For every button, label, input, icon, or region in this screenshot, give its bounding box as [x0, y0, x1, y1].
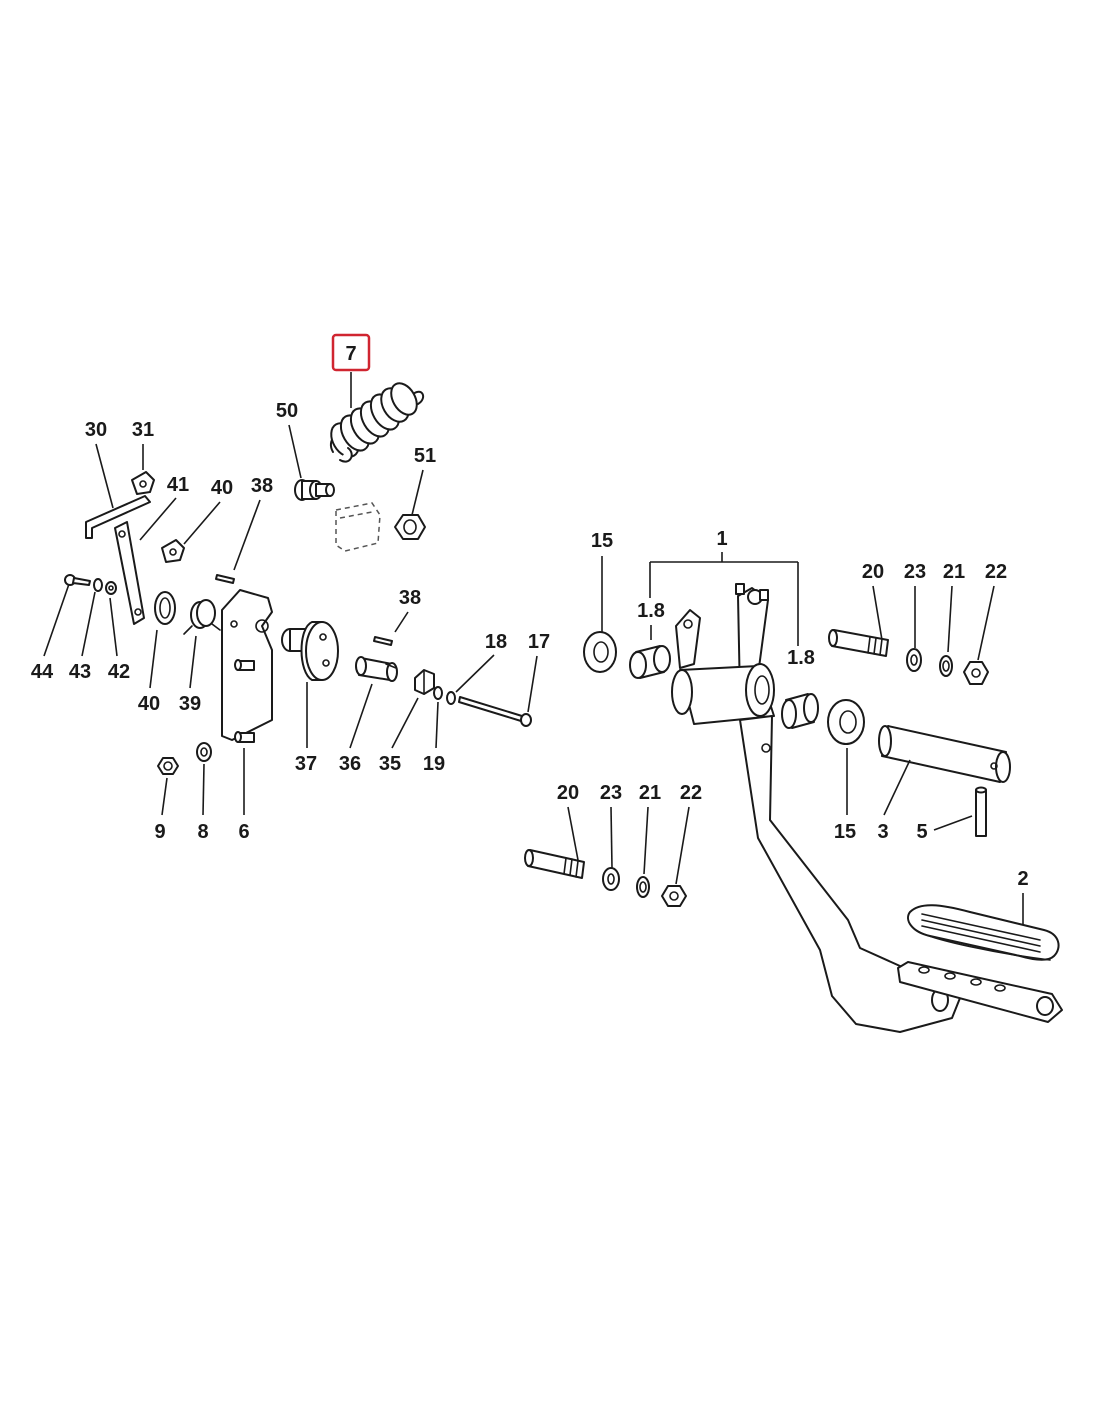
label-8: 8	[197, 821, 208, 843]
label-30: 30	[85, 419, 107, 441]
part-21-washer-lower[interactable]: 21	[636, 782, 661, 898]
part-22-nut-upper[interactable]: 22	[963, 561, 1007, 685]
part-38-pin-mid[interactable]: 38	[373, 587, 421, 646]
part-1-callout: 1	[649, 528, 799, 646]
part-36-sleeve[interactable]: 36	[339, 656, 398, 775]
label-40-top: 40	[211, 477, 233, 499]
part-37-hub[interactable]: 37	[281, 621, 339, 775]
part-group-upper-fasteners: 20 23 21 22	[828, 561, 1007, 685]
label-20-lower: 20	[557, 782, 579, 804]
part-19-washer[interactable]: 19	[423, 686, 445, 775]
label-5: 5	[916, 821, 927, 843]
part-30-rod[interactable]: 30	[85, 419, 151, 539]
part-2-pedal-pad[interactable]: 2	[907, 868, 1060, 961]
label-38-mid: 38	[399, 587, 421, 609]
label-20-upper: 20	[862, 561, 884, 583]
label-23-upper: 23	[904, 561, 926, 583]
part-44-screw[interactable]: 44	[31, 574, 91, 683]
label-31: 31	[132, 419, 154, 441]
part-8-washer[interactable]: 8	[196, 742, 212, 843]
label-39: 39	[179, 693, 201, 715]
part-23-washer-upper[interactable]: 23	[904, 561, 926, 672]
label-21-upper: 21	[943, 561, 965, 583]
part-51-nut[interactable]: 51	[394, 445, 436, 540]
part-1.8-bushing-left[interactable]: 1.8	[629, 600, 671, 679]
part-20-stud-lower[interactable]: 20	[524, 782, 585, 879]
part-6-mounting-plate[interactable]: 6	[221, 589, 273, 843]
label-23-lower: 23	[600, 782, 622, 804]
part-3-pivot-shaft[interactable]: 3	[877, 725, 1011, 843]
label-37: 37	[295, 753, 317, 775]
label-1.8-right: 1.8	[787, 647, 815, 669]
part-35-block[interactable]: 35	[379, 669, 435, 775]
part-group-lower-fasteners: 20 23 21 22	[524, 782, 702, 907]
phantom-bracket	[335, 502, 381, 552]
part-43-washer[interactable]: 43	[69, 578, 103, 683]
label-50: 50	[276, 400, 298, 422]
label-42: 42	[108, 661, 130, 683]
part-41-link[interactable]: 41	[114, 474, 189, 625]
label-36: 36	[339, 753, 361, 775]
part-50-stud[interactable]: 50	[276, 400, 335, 501]
part-7-spring[interactable]: 7	[326, 333, 425, 463]
part-20-stud-upper[interactable]: 20	[828, 561, 889, 657]
part-39-torsion-spring[interactable]: 39	[179, 599, 221, 715]
part-42-washer[interactable]: 42	[105, 581, 130, 683]
label-9: 9	[154, 821, 165, 843]
label-43: 43	[69, 661, 91, 683]
label-15-left: 15	[591, 530, 613, 552]
part-18-washer[interactable]: 18	[446, 631, 507, 705]
part-15-washer-right[interactable]: 15	[827, 699, 865, 843]
label-15-right: 15	[834, 821, 856, 843]
label-19: 19	[423, 753, 445, 775]
label-35: 35	[379, 753, 401, 775]
label-41: 41	[167, 474, 189, 496]
part-21-washer-upper[interactable]: 21	[939, 561, 965, 677]
label-2: 2	[1017, 868, 1028, 890]
label-40-lower: 40	[138, 693, 160, 715]
part-23-washer-lower[interactable]: 23	[600, 782, 622, 891]
part-22-nut-lower[interactable]: 22	[661, 782, 702, 907]
label-44: 44	[31, 661, 54, 683]
label-3: 3	[877, 821, 888, 843]
part-17-bolt[interactable]: 17	[458, 631, 550, 727]
part-38-pin-top[interactable]: 38	[215, 475, 273, 584]
label-1.8-left: 1.8	[637, 600, 665, 622]
part-1-pedal-arm[interactable]	[671, 583, 1063, 1033]
part-1.8-bushing-right[interactable]: 1.8	[781, 647, 819, 729]
part-9-nut[interactable]: 9	[154, 757, 179, 843]
part-40-ring[interactable]: 40	[138, 591, 176, 715]
label-18: 18	[485, 631, 507, 653]
part-31-clip[interactable]: 31	[131, 419, 155, 495]
label-22-upper: 22	[985, 561, 1007, 583]
label-17: 17	[528, 631, 550, 653]
part-15-washer-left[interactable]: 15	[583, 530, 617, 673]
highlight-box	[331, 333, 371, 372]
label-7: 7	[345, 343, 356, 365]
part-40-clip-top[interactable]: 40	[161, 477, 233, 563]
label-38-top: 38	[251, 475, 273, 497]
label-1: 1	[716, 528, 727, 550]
label-51: 51	[414, 445, 436, 467]
label-21-lower: 21	[639, 782, 661, 804]
part-5-roll-pin[interactable]: 5	[916, 786, 987, 844]
label-22-lower: 22	[680, 782, 702, 804]
label-6: 6	[238, 821, 249, 843]
